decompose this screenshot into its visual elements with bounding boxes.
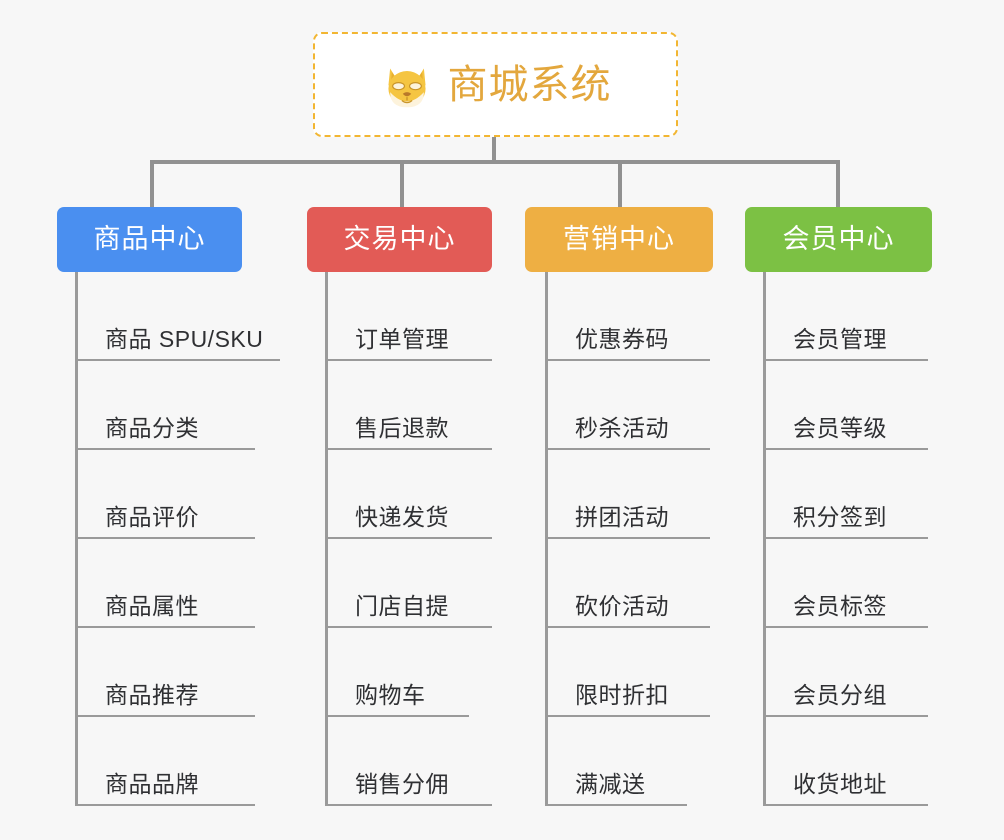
leaf-trunk (545, 272, 548, 806)
category-header-product[interactable]: 商品中心 (57, 207, 242, 272)
leaf-item[interactable]: 会员分组 (763, 628, 928, 717)
leaf-label: 拼团活动 (575, 504, 669, 531)
connector-drop-4 (836, 160, 840, 208)
leaf-label: 砍价活动 (575, 593, 669, 620)
leaf-item[interactable]: 购物车 (325, 628, 469, 717)
leaf-label: 快递发货 (355, 504, 449, 531)
leaf-label: 会员分组 (793, 682, 887, 709)
leaf-label: 收货地址 (793, 771, 887, 798)
leaf-item[interactable]: 商品推荐 (75, 628, 255, 717)
leaf-label: 销售分佣 (355, 771, 449, 798)
leaf-item[interactable]: 满减送 (545, 717, 687, 806)
leaf-label: 优惠券码 (575, 326, 669, 353)
leaf-label: 商品推荐 (105, 682, 199, 709)
connector-drop-2 (400, 160, 404, 208)
leaf-label: 商品属性 (105, 593, 199, 620)
leaf-item[interactable]: 快递发货 (325, 450, 492, 539)
leaf-item[interactable]: 秒杀活动 (545, 361, 710, 450)
leaf-label: 秒杀活动 (575, 415, 669, 442)
leaf-label: 会员等级 (793, 415, 887, 442)
category-label: 商品中心 (93, 224, 206, 254)
leaf-item[interactable]: 限时折扣 (545, 628, 710, 717)
leaf-item[interactable]: 销售分佣 (325, 717, 492, 806)
root-title: 商城系统 (447, 62, 612, 107)
leaf-item[interactable]: 会员管理 (763, 272, 928, 361)
leaf-item[interactable]: 会员等级 (763, 361, 928, 450)
shiba-dog-face-icon (380, 60, 434, 114)
leaf-item[interactable]: 订单管理 (325, 272, 492, 361)
leaf-label: 商品 SPU/SKU (105, 326, 264, 353)
leaf-item[interactable]: 商品属性 (75, 539, 255, 628)
leaf-label: 积分签到 (793, 504, 887, 531)
leaf-item[interactable]: 会员标签 (763, 539, 928, 628)
leaf-label: 商品分类 (105, 415, 199, 442)
category-header-member[interactable]: 会员中心 (745, 207, 932, 272)
leaf-label: 会员管理 (793, 326, 887, 353)
category-label: 会员中心 (782, 224, 895, 254)
leaf-item[interactable]: 商品 SPU/SKU (75, 272, 280, 361)
connector-drop-1 (150, 160, 154, 208)
leaf-item[interactable]: 商品评价 (75, 450, 255, 539)
leaf-item[interactable]: 售后退款 (325, 361, 492, 450)
leaf-item[interactable]: 收货地址 (763, 717, 928, 806)
leaf-trunk (325, 272, 328, 806)
leaf-item[interactable]: 砍价活动 (545, 539, 710, 628)
leaf-label: 商品品牌 (105, 771, 199, 798)
leaf-label: 购物车 (355, 682, 426, 709)
connector-bus (150, 160, 840, 164)
leaf-label: 商品评价 (105, 504, 199, 531)
leaf-label: 订单管理 (355, 326, 449, 353)
category-label: 交易中心 (343, 224, 456, 254)
leaf-trunk (75, 272, 78, 806)
leaf-trunk (763, 272, 766, 806)
connector-root-stub (492, 137, 496, 162)
leaf-item[interactable]: 优惠券码 (545, 272, 710, 361)
leaf-item[interactable]: 商品品牌 (75, 717, 255, 806)
leaf-label: 满减送 (575, 771, 646, 798)
leaf-item[interactable]: 拼团活动 (545, 450, 710, 539)
category-label: 营销中心 (563, 224, 675, 254)
leaf-label: 限时折扣 (575, 682, 669, 709)
category-header-trade[interactable]: 交易中心 (307, 207, 492, 272)
connector-drop-3 (618, 160, 622, 208)
leaf-label: 门店自提 (355, 593, 449, 620)
leaf-label: 会员标签 (793, 593, 887, 620)
leaf-label: 售后退款 (355, 415, 449, 442)
leaf-item[interactable]: 门店自提 (325, 539, 492, 628)
root-node[interactable]: 商城系统 (313, 32, 678, 137)
leaf-item[interactable]: 商品分类 (75, 361, 255, 450)
leaf-item[interactable]: 积分签到 (763, 450, 928, 539)
category-header-marketing[interactable]: 营销中心 (525, 207, 713, 272)
